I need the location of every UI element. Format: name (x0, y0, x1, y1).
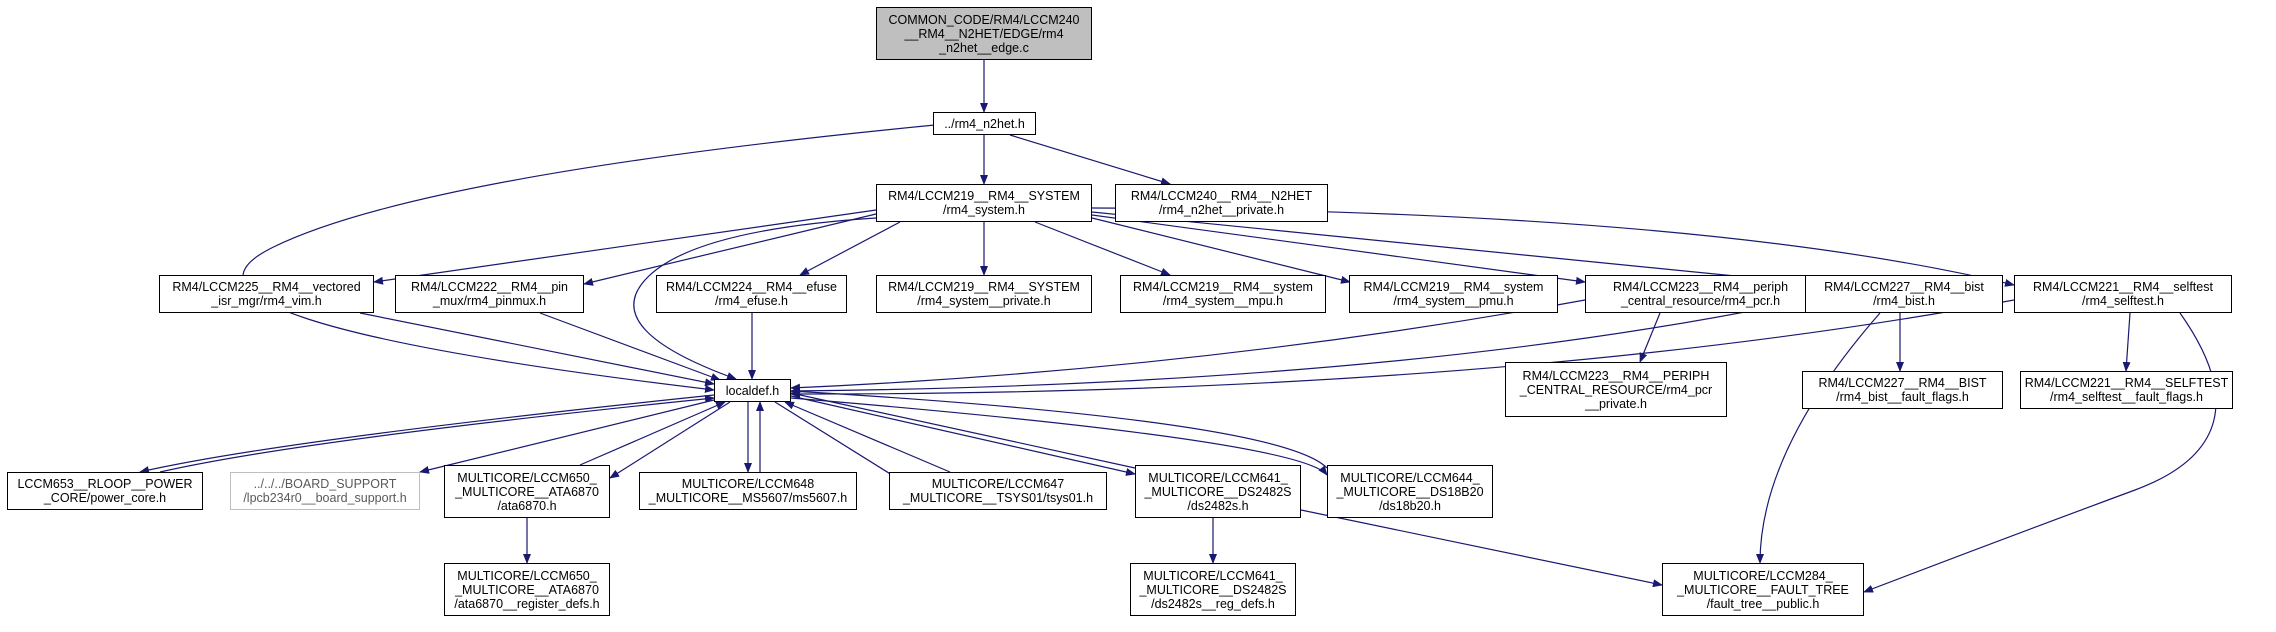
edge-system_h-to-bist_h (1091, 211, 1806, 287)
edge-pinmux_h-to-localdef_h (539, 312, 721, 381)
edge-system_h-to-pcr_h (1091, 214, 1586, 285)
node-bist-fault[interactable]: RM4/LCCM227__RM4__BIST /rm4_bist__fault_… (1802, 371, 2003, 409)
node-fault-tree[interactable]: MULTICORE/LCCM284_ _MULTICORE__FAULT_TRE… (1662, 563, 1864, 616)
edge-n2het_h-to-localdef_h (242, 124, 936, 393)
edge-system_h-to-system_pmu (1091, 217, 1351, 284)
edge-n2het_h-to-n2het_private (1009, 134, 1171, 186)
node-ds2482s-reg[interactable]: MULTICORE/LCCM641_ _MULTICORE__DS2482S /… (1130, 563, 1296, 616)
node-localdef-h[interactable]: localdef.h (714, 379, 791, 402)
node-ms5607-h[interactable]: MULTICORE/LCCM648 _MULTICORE__MS5607/ms5… (639, 472, 857, 510)
edge-selftest_h-to-localdef_h (790, 299, 2015, 399)
edge-selftest_h-to-selftest_fault (2122, 312, 2131, 372)
edge-pcr_h-to-pcr_private (1639, 312, 1661, 363)
edge-localdef_h-to-ata6870_h (609, 401, 731, 479)
node-efuse-h[interactable]: RM4/LCCM224__RM4__efuse /rm4_efuse.h (656, 275, 847, 313)
node-system-mpu[interactable]: RM4/LCCM219__RM4__system /rm4_system__mp… (1120, 275, 1326, 313)
edge-localdef_h-to-board_support (419, 399, 715, 474)
node-n2het-h[interactable]: ../rm4_n2het.h (933, 112, 1036, 135)
edge-ata6870_h-to-localdef_h (579, 401, 726, 466)
edge-system_h-to-vim_h (373, 209, 877, 285)
node-system-private[interactable]: RM4/LCCM219__RM4__SYSTEM /rm4_system__pr… (876, 275, 1092, 313)
edge-tsys01_h-to-localdef_h (784, 401, 951, 473)
node-ata6870-reg[interactable]: MULTICORE/LCCM650_ _MULTICORE__ATA6870 /… (444, 563, 610, 616)
node-selftest-fault[interactable]: RM4/LCCM221__RM4__SELFTEST /rm4_selftest… (2020, 371, 2233, 409)
node-ata6870-h[interactable]: MULTICORE/LCCM650_ _MULTICORE__ATA6870 /… (444, 465, 610, 518)
edge-ds2482s_h-to-localdef_h (790, 391, 1136, 469)
node-pcr-private[interactable]: RM4/LCCM223__RM4__PERIPH _CENTRAL_RESOUR… (1505, 362, 1727, 417)
node-selftest-h[interactable]: RM4/LCCM221__RM4__selftest /rm4_selftest… (2014, 275, 2232, 313)
edge-selftest_h-to-fault_tree (1863, 312, 2217, 593)
edge-localdef_h-to-ds18b20_h (790, 397, 1328, 476)
edge-bist_h-to-fault_tree (1756, 312, 1881, 564)
edge-system_h-to-localdef_h (633, 217, 877, 380)
node-power-core[interactable]: LCCM653__RLOOP__POWER _CORE/power_core.h (7, 472, 203, 510)
node-pcr-h[interactable]: RM4/LCCM223__RM4__periph _central_resour… (1585, 275, 1816, 313)
node-system-h[interactable]: RM4/LCCM219__RM4__SYSTEM /rm4_system.h (876, 184, 1092, 222)
edge-localdef_h-to-tsys01_h (774, 401, 901, 481)
node-pinmux-h[interactable]: RM4/LCCM222__RM4__pin _mux/rm4_pinmux.h (395, 275, 584, 313)
edge-vim_h-to-localdef_h (359, 312, 715, 387)
node-edge-c: COMMON_CODE/RM4/LCCM240 __RM4__N2HET/EDG… (876, 7, 1092, 60)
edge-localdef_h-to-ds2482s_h (790, 395, 1136, 476)
edge-bist_h-to-localdef_h (790, 299, 1806, 395)
edge-ds18b20_h-to-localdef_h (790, 387, 1328, 469)
node-tsys01-h[interactable]: MULTICORE/LCCM647 _MULTICORE__TSYS01/tsy… (889, 472, 1107, 510)
edge-pcr_h-to-localdef_h (790, 299, 1586, 392)
edge-localdef_h-to-power_core (139, 394, 715, 474)
node-n2het-private[interactable]: RM4/LCCM240__RM4__N2HET /rm4_n2het__priv… (1115, 184, 1328, 222)
node-bist-h[interactable]: RM4/LCCM227__RM4__bist /rm4_bist.h (1805, 275, 2003, 313)
edge-ds2482s_h-to-fault_tree (1300, 509, 1663, 588)
edge-power_core-to-localdef_h (159, 394, 715, 473)
node-vim-h[interactable]: RM4/LCCM225__RM4__vectored _isr_mgr/rm4_… (159, 275, 374, 313)
node-system-pmu[interactable]: RM4/LCCM219__RM4__system /rm4_system__pm… (1349, 275, 1558, 313)
node-ds2482s-h[interactable]: MULTICORE/LCCM641_ _MULTICORE__DS2482S /… (1135, 465, 1301, 518)
edge-system_h-to-system_mpu (1034, 221, 1171, 276)
edge-system_h-to-pinmux_h (583, 213, 877, 286)
node-ds18b20-h[interactable]: MULTICORE/LCCM644_ _MULTICORE__DS18B20 /… (1327, 465, 1493, 518)
edge-system_h-to-efuse_h (799, 221, 901, 276)
node-board-support: ../../../BOARD_SUPPORT /lpcb234r0__board… (230, 472, 420, 510)
